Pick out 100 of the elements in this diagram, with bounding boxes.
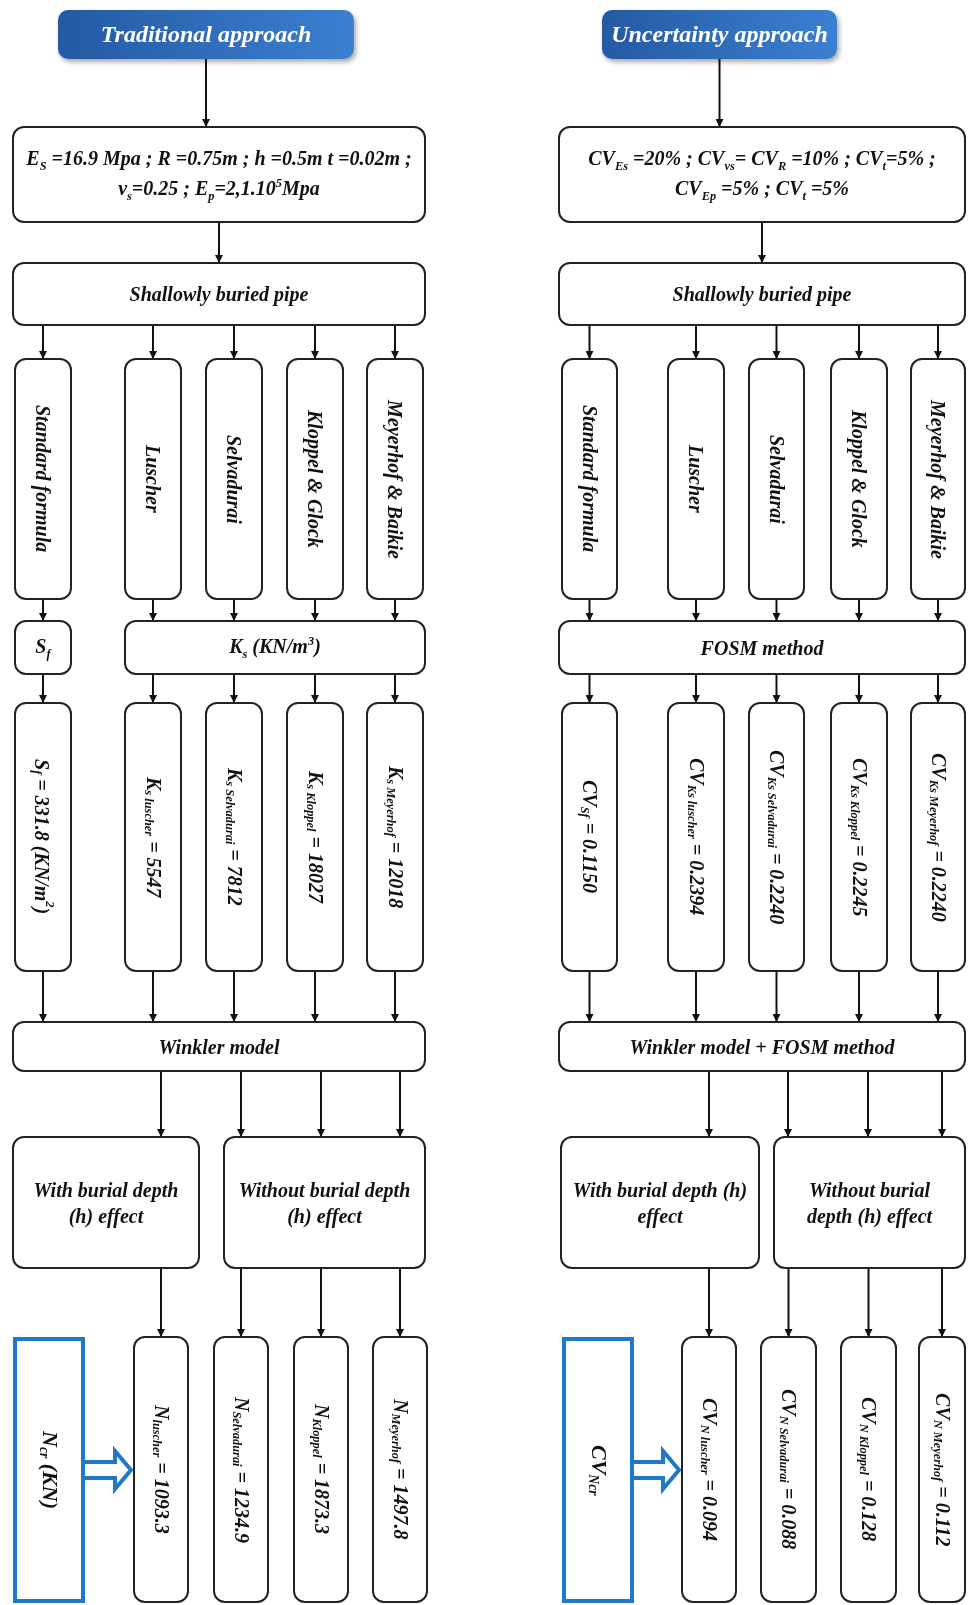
process-box	[558, 262, 966, 326]
box-label: Standard formula	[33, 405, 53, 553]
arrow	[230, 971, 238, 1022]
process-box	[561, 702, 618, 972]
arrow	[855, 325, 863, 359]
arrow	[391, 599, 399, 621]
arrow	[149, 674, 157, 703]
process-box	[560, 1136, 760, 1269]
process-box	[918, 1336, 966, 1603]
box-label: Without burial depth (h) effect	[805, 1177, 934, 1229]
box-label: Without burial depth (h) effect	[237, 1177, 412, 1229]
arrow	[157, 1071, 165, 1137]
arrow	[39, 325, 47, 359]
title-box	[602, 10, 837, 59]
box-label: CV$_{Es}$ =20% ; CV$_{vs}$= CV$_{R}$ =10% ; CV$_{t}$=5% ; CV$_{Ep}$ =5% ; CV$_{t}$ =5%	[587, 146, 937, 204]
box-label: K$_{s}$ (KN/m$^{3}$)	[229, 633, 321, 663]
result-box	[13, 1337, 85, 1603]
arrow	[934, 599, 942, 621]
result-box	[562, 1337, 634, 1603]
arrow	[230, 599, 238, 621]
arrow	[396, 1268, 404, 1337]
box-label: Kloppel & Glock	[305, 410, 325, 548]
process-box	[773, 1136, 966, 1269]
process-box	[286, 702, 344, 972]
process-box	[366, 702, 424, 972]
box-label: Shallowly buried pipe	[672, 282, 852, 307]
process-box	[133, 1336, 189, 1603]
arrow	[585, 674, 594, 703]
block-arrow	[83, 1445, 134, 1495]
arrow	[772, 599, 781, 621]
arrow	[692, 971, 700, 1022]
box-label: Shallowly buried pipe	[129, 282, 309, 307]
arrow	[938, 1071, 946, 1137]
process-box	[830, 702, 888, 972]
process-box	[667, 702, 725, 972]
process-box	[213, 1336, 269, 1603]
arrow	[149, 599, 157, 621]
process-box	[124, 702, 182, 972]
box-label: FOSM method	[700, 635, 824, 661]
arrow	[772, 674, 781, 703]
process-box	[760, 1336, 817, 1603]
arrow	[157, 1268, 165, 1337]
box-label: Traditional approach	[100, 19, 312, 49]
arrow	[391, 971, 399, 1022]
box-label: Selvadurai	[224, 434, 244, 524]
process-box	[748, 702, 805, 972]
arrow	[585, 325, 594, 359]
arrow	[149, 325, 157, 359]
process-box	[910, 702, 966, 972]
process-box	[14, 620, 72, 675]
process-box	[293, 1336, 349, 1603]
process-box	[286, 358, 344, 600]
arrow	[855, 674, 863, 703]
arrow	[855, 971, 863, 1022]
arrow	[317, 1071, 325, 1137]
arrow	[758, 222, 766, 263]
box-label: Uncertainty approach	[611, 19, 828, 49]
arrow	[311, 599, 319, 621]
box-label: Luscher	[686, 445, 706, 513]
process-box	[12, 126, 426, 223]
box-label: Selvadurai	[766, 434, 787, 524]
arrow	[202, 58, 210, 127]
process-box	[12, 1136, 200, 1269]
arrow	[772, 325, 781, 359]
arrow	[864, 1268, 873, 1337]
process-box	[124, 620, 426, 675]
arrow	[396, 1071, 404, 1137]
arrow	[230, 674, 238, 703]
block-arrow	[632, 1445, 682, 1495]
process-box	[205, 702, 263, 972]
arrow	[311, 971, 319, 1022]
arrow	[705, 1071, 713, 1137]
process-box	[748, 358, 805, 600]
process-box	[366, 358, 424, 600]
arrow	[237, 1268, 245, 1337]
process-box	[12, 262, 426, 326]
process-box	[14, 702, 72, 972]
box-label: Winkler model + FOSM method	[629, 1034, 895, 1060]
arrow	[692, 599, 700, 621]
arrow	[784, 1071, 792, 1137]
arrow	[784, 1268, 793, 1337]
process-box	[12, 1021, 426, 1072]
box-label: With burial depth (h) effect	[572, 1177, 748, 1229]
box-label: Meyerhof & Baikie	[928, 399, 948, 559]
arrow	[934, 971, 942, 1022]
arrow	[934, 674, 942, 703]
arrow	[311, 325, 319, 359]
arrow	[230, 325, 238, 359]
arrow	[311, 674, 319, 703]
process-box	[14, 358, 72, 600]
arrow	[317, 1268, 325, 1337]
arrow	[934, 325, 942, 359]
arrow	[585, 599, 594, 621]
process-box	[830, 358, 888, 600]
arrow	[692, 674, 700, 703]
arrow	[938, 1268, 946, 1337]
arrow	[39, 674, 47, 703]
process-box	[681, 1336, 737, 1603]
process-box	[223, 1136, 426, 1269]
process-box	[558, 620, 966, 675]
